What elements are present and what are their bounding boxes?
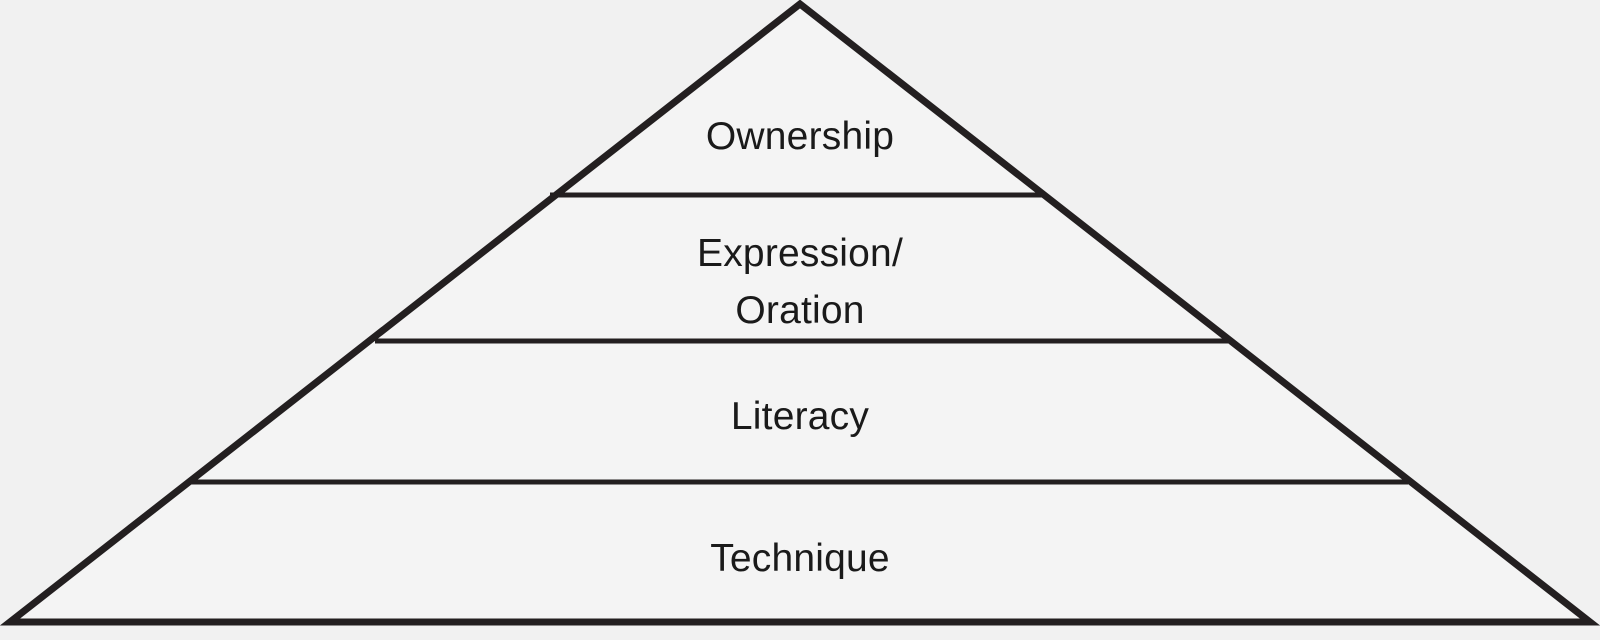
pyramid-outline bbox=[0, 0, 1600, 626]
pyramid-body-shape bbox=[10, 4, 1590, 622]
